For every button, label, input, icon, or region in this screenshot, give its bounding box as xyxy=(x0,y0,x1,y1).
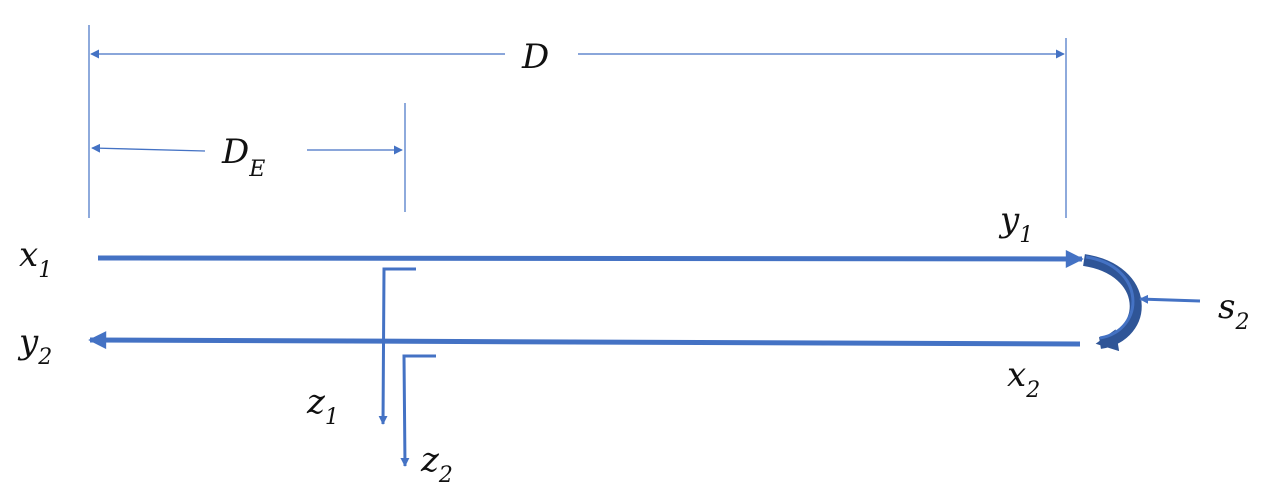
label-z2: z2 xyxy=(420,440,453,488)
side-draw-z2 xyxy=(400,354,436,467)
u-turn-highlight xyxy=(1085,255,1135,340)
u-turn-arrow xyxy=(1082,254,1142,352)
dimension-de-left-arrow xyxy=(91,143,206,153)
label-y1: y1 xyxy=(998,200,1033,248)
input-arrow-s2 xyxy=(1139,294,1201,304)
label-y2: y2 xyxy=(17,322,52,370)
flow-arrow-top xyxy=(97,249,1084,268)
label-d: D xyxy=(521,37,549,77)
flow-arrow-bottom xyxy=(88,331,1081,350)
label-z1: z1 xyxy=(306,382,339,430)
label-s2: s2 xyxy=(1218,287,1249,335)
label-x2: x2 xyxy=(1007,355,1040,403)
label-de: DE xyxy=(221,132,265,182)
label-x1: x1 xyxy=(19,235,52,283)
side-draw-z1 xyxy=(378,267,416,425)
